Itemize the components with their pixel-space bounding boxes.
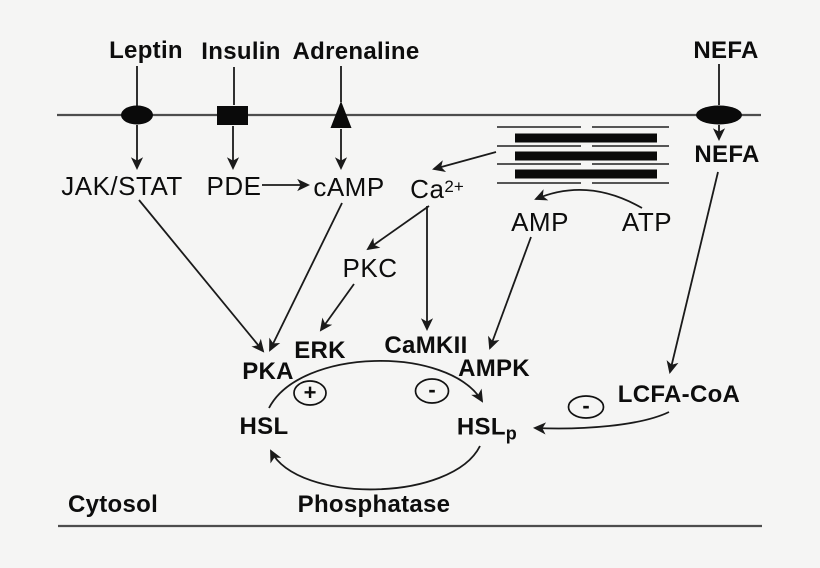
calcium-store-icon	[497, 126, 669, 184]
nefa-label-extracellular: NEFA	[693, 37, 759, 64]
arrow-jakstat-to-pka	[138, 199, 265, 353]
camkii-label: CaMKII	[384, 332, 468, 359]
arrow-amp-to-ampk	[488, 236, 532, 350]
insulin-label: Insulin	[201, 38, 281, 65]
inhibition-sign: -	[428, 377, 436, 402]
arrow-hsl-to-hslp	[268, 360, 484, 409]
calcium-label: Ca2+	[410, 174, 464, 204]
inhibition-sign-circle	[414, 378, 450, 404]
pkc-label: PKC	[342, 253, 398, 283]
camp-label: cAMP	[313, 172, 385, 202]
arrow-pkc-to-erk	[319, 283, 355, 332]
adrenaline-label: Adrenaline	[292, 38, 420, 65]
leptin-label: Leptin	[109, 37, 183, 64]
ligand-stems	[136, 64, 720, 106]
arrow-ca-to-pkc	[366, 205, 430, 251]
hsl-label: HSL	[239, 413, 289, 440]
activation-sign-circle	[293, 380, 327, 406]
atp-label: ATP	[621, 207, 673, 237]
arrow-atp-to-amp	[534, 189, 643, 209]
phosphatase-label: Phosphatase	[297, 491, 451, 518]
erk-label: ERK	[294, 337, 346, 364]
arrow-nefa-to-lcfacoa	[666, 171, 719, 374]
cytosol-label: Cytosol	[67, 491, 159, 518]
lcfa-inhibition-sign-circle	[567, 395, 605, 419]
adrenaline-receptor-icon	[330, 101, 352, 128]
pde-label: PDE	[206, 171, 262, 201]
pka-label: PKA	[242, 358, 294, 385]
leptin-receptor-icon	[121, 105, 153, 125]
ampk-label: AMPK	[458, 355, 530, 382]
lcfa-coa-label: LCFA-CoA	[617, 381, 741, 408]
arrow-lcfacoa-inhibits-hslp	[532, 411, 670, 435]
nefa-label-intracellular: NEFA	[694, 141, 760, 168]
activation-sign: +	[303, 380, 317, 405]
arrow-store-to-ca	[432, 151, 497, 173]
jak-stat-label: JAK/STAT	[61, 171, 183, 201]
lcfa-inhibition-sign: -	[582, 393, 590, 418]
arrow-hslp-to-hsl-phosphatase	[270, 445, 481, 491]
arrow-camp-to-pka	[269, 202, 343, 352]
amp-label: AMP	[511, 207, 569, 237]
nefa-transporter-icon	[696, 105, 742, 125]
insulin-receptor-icon	[217, 106, 248, 125]
hslp-label: HSLp	[456, 413, 518, 444]
